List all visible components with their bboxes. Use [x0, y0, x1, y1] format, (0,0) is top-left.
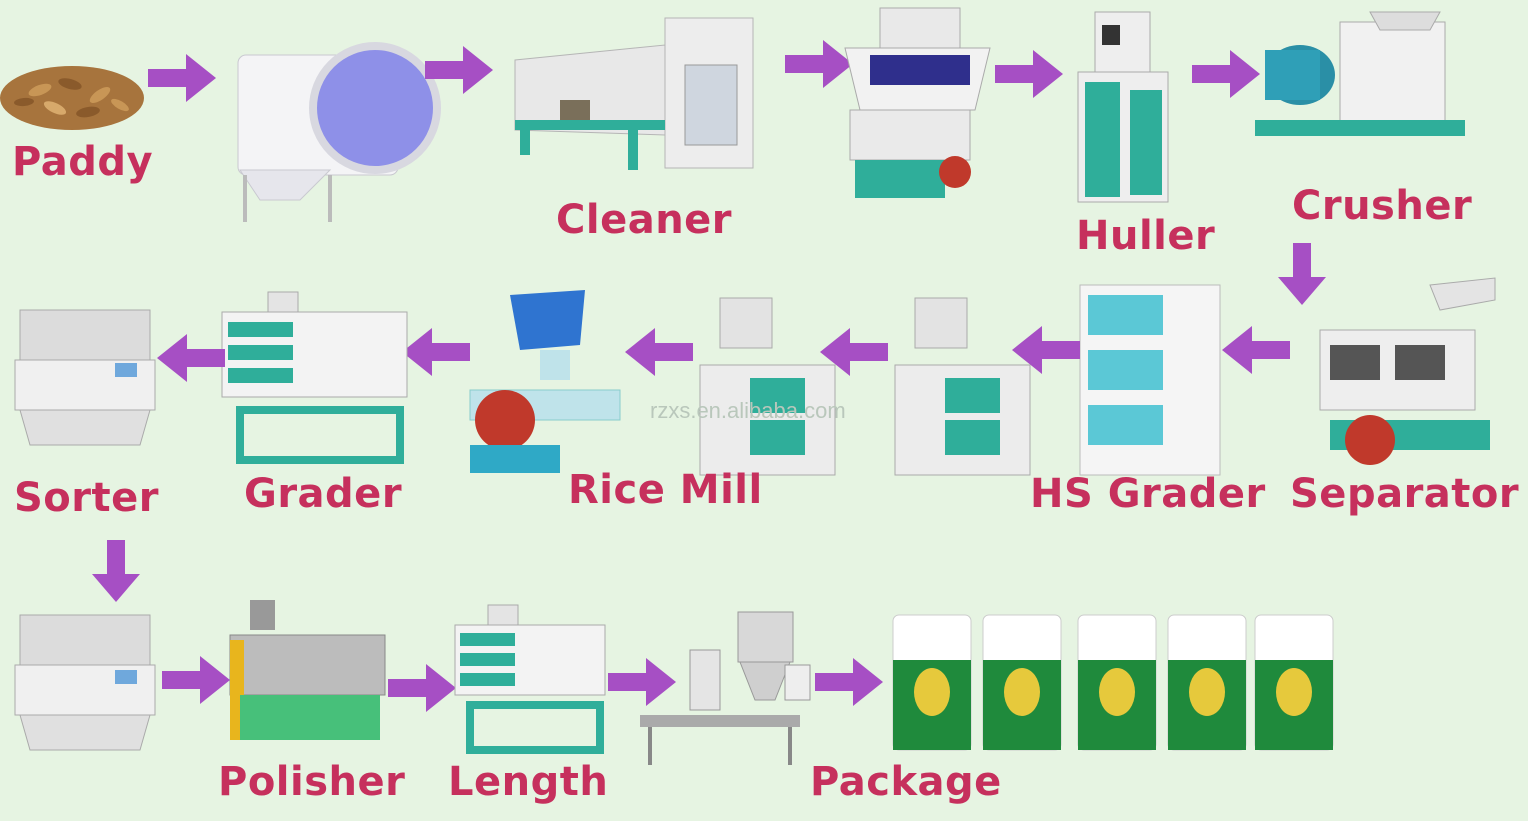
drum-screen-machine — [237, 42, 441, 222]
label-crusher: Crusher — [1292, 183, 1473, 229]
flow-arrow — [92, 540, 140, 602]
label-sorter: Sorter — [14, 475, 159, 521]
huller-machine — [1077, 11, 1169, 203]
flow-arrow — [1222, 326, 1290, 374]
packing-machine — [640, 611, 811, 765]
flow-arrow — [815, 658, 883, 706]
label-cleaner: Cleaner — [556, 197, 733, 243]
rice-bag-image — [892, 614, 972, 751]
label-package: Package — [810, 759, 1002, 805]
polisher-machine — [229, 600, 386, 740]
paddy-grain-image — [0, 66, 144, 130]
separator-machine — [1319, 277, 1496, 465]
label-rice-mill: Rice Mill — [568, 467, 763, 513]
label-paddy: Paddy — [12, 139, 154, 185]
rice-mill-machine — [469, 290, 621, 473]
flow-arrow — [388, 664, 456, 712]
flow-arrow — [148, 54, 216, 102]
rice-bag-image — [1077, 614, 1157, 751]
whitener-machine — [699, 297, 836, 476]
label-polisher: Polisher — [218, 759, 406, 805]
flow-arrow — [995, 50, 1063, 98]
destoner-machine — [844, 7, 991, 198]
label-length: Length — [448, 759, 609, 805]
flow-arrow — [1278, 243, 1326, 305]
flow-arrow — [162, 656, 230, 704]
whitener-machine — [894, 297, 1031, 476]
label-separator: Separator — [1290, 471, 1520, 517]
flow-arrow — [157, 334, 225, 382]
rice-bag-image — [982, 614, 1062, 751]
flow-arrow — [785, 40, 853, 88]
flow-arrow — [402, 328, 470, 376]
flow-arrow — [625, 328, 693, 376]
label-huller: Huller — [1076, 213, 1216, 259]
label-grader: Grader — [244, 471, 403, 517]
watermark: rzxs.en.alibaba.com — [650, 398, 846, 423]
label-hs-grader: HS Grader — [1030, 471, 1266, 517]
color-sorter-machine — [14, 614, 156, 751]
flow-arrow — [1192, 50, 1260, 98]
rice-bag-image — [1254, 614, 1334, 751]
length-grader-machine — [454, 604, 606, 754]
rice-bag-image — [1167, 614, 1247, 751]
crusher-machine — [1255, 11, 1465, 136]
color-sorter-machine — [14, 309, 156, 446]
hs-grader-machine — [1079, 284, 1221, 476]
grader-machine — [221, 291, 408, 464]
cleaner-machine — [514, 17, 754, 170]
flow-arrow — [608, 658, 676, 706]
